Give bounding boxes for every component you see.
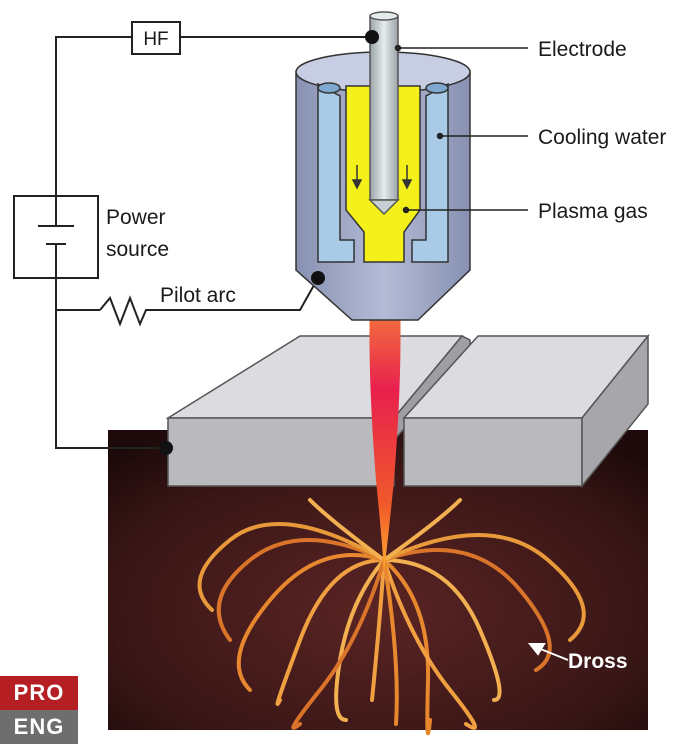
label-leader-lines [394, 44, 528, 214]
workpiece-connection-dot [159, 441, 173, 455]
dross-sparks [197, 498, 586, 736]
electrode [368, 11, 400, 216]
nozzle-connection-dot [311, 271, 325, 285]
dross-leader [527, 643, 569, 661]
dross-label: Dross [568, 650, 628, 673]
watermark-eng: ENG [0, 710, 78, 744]
plasma-gas-label: Plasma gas [538, 200, 648, 223]
pilot-arc-label: Pilot arc [160, 284, 236, 307]
power-source-label-line1: Power [106, 206, 166, 229]
plasma-jet [369, 240, 401, 572]
watermark-pro: PRO [0, 676, 78, 710]
battery-icon [38, 196, 74, 278]
electrode-label: Electrode [538, 38, 627, 61]
power-source-label-line2: source [106, 238, 169, 261]
workpiece-plate [165, 333, 650, 489]
hf-box [131, 21, 181, 55]
circuit-wires [55, 36, 392, 449]
resistor-icon [99, 295, 152, 327]
gas-flow-arrows [351, 165, 413, 190]
electrode-connection-dot [365, 30, 379, 44]
cooling-water-label: Cooling water [538, 126, 666, 149]
hf-label: HF [143, 29, 168, 50]
